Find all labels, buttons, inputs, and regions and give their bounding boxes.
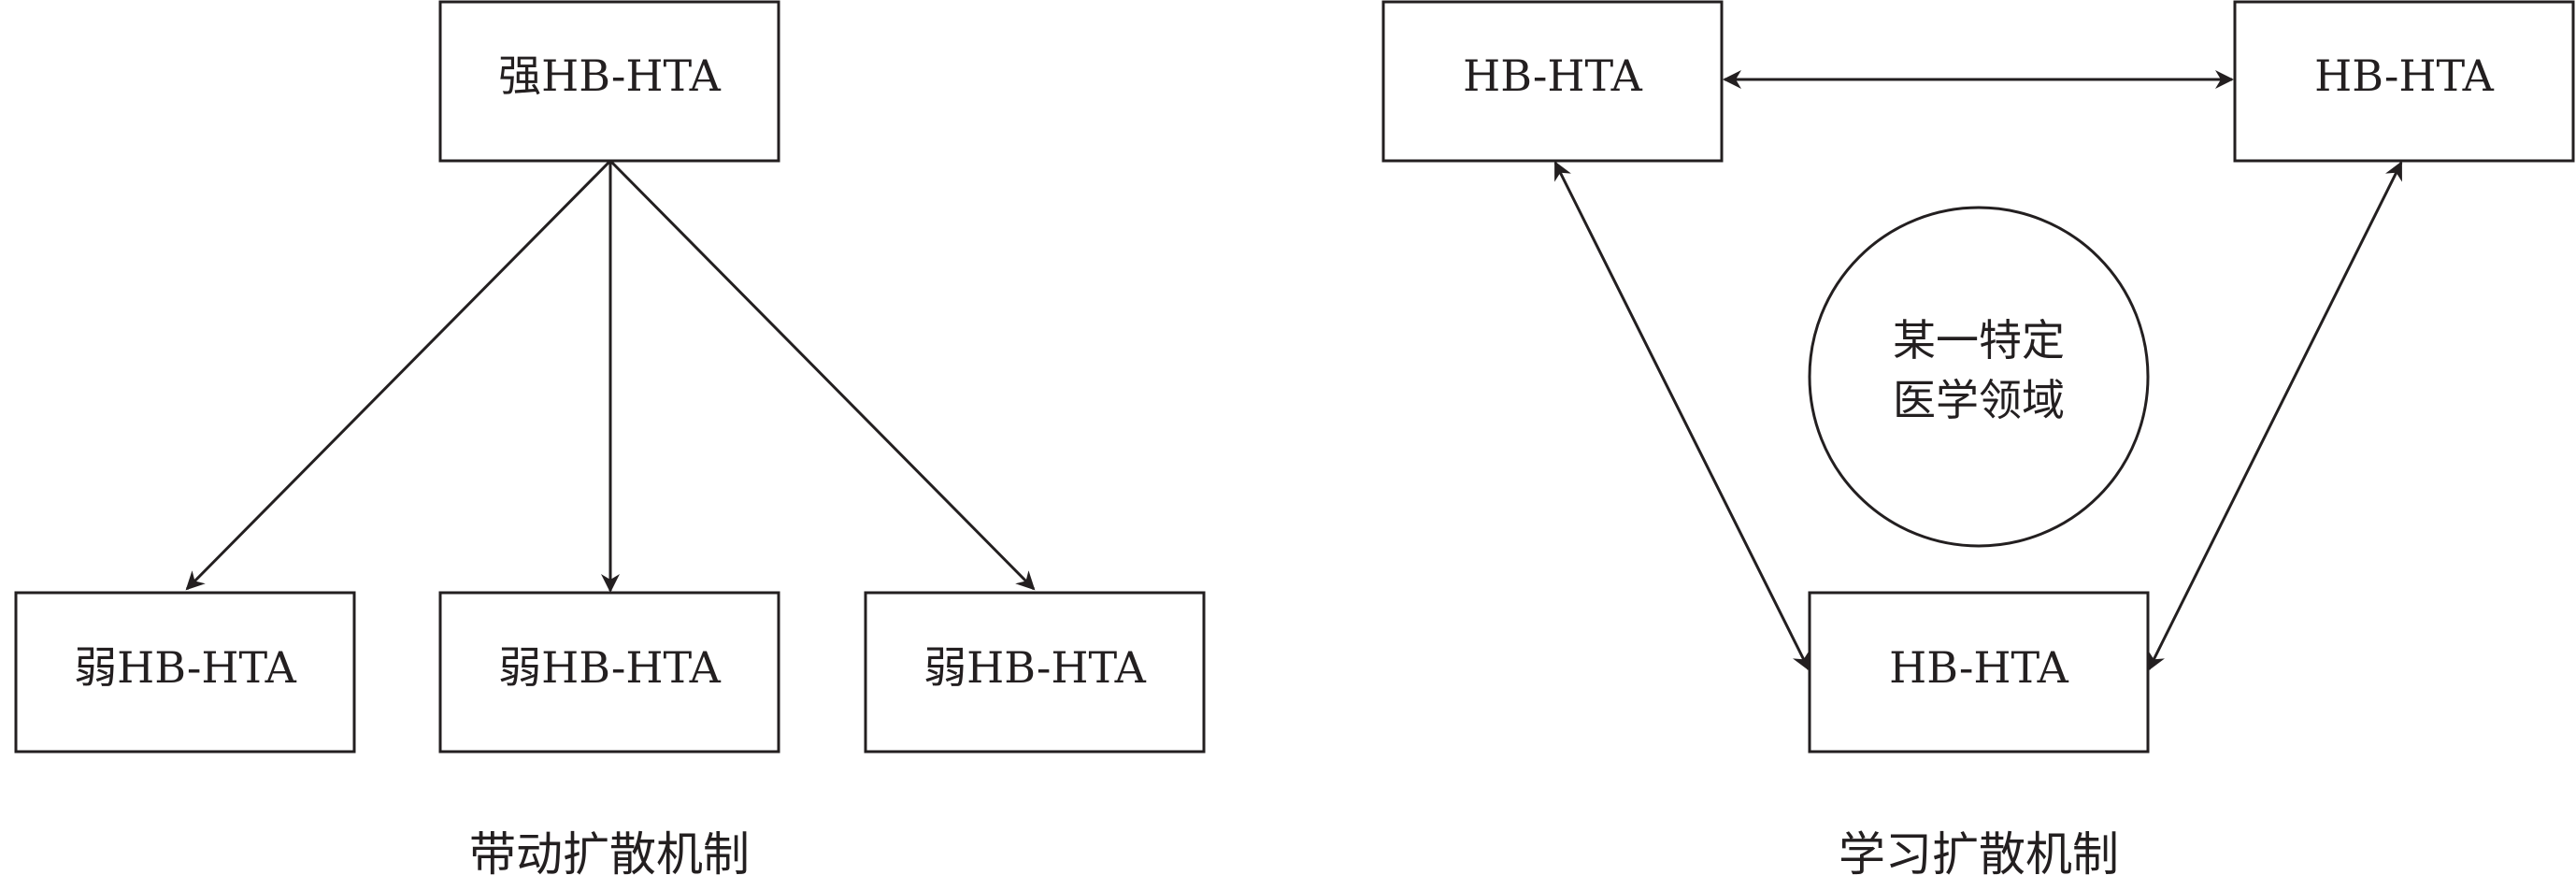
specific-medical-field-line2: 医学领域: [1893, 375, 2065, 425]
strong-hb-hta-node: 强HB-HTA: [438, 0, 780, 163]
weak-hb-hta-label-2: 弱HB-HTA: [498, 642, 722, 693]
weak-hb-hta-node-2: 弱HB-HTA: [438, 591, 780, 754]
weak-hb-hta-label-3: 弱HB-HTA: [923, 642, 1147, 693]
specific-medical-field-circle: 某一特定 医学领域: [1808, 206, 2150, 548]
edge-top-left-bottom: [1553, 161, 1810, 671]
hb-hta-label-top-left: HB-HTA: [1463, 50, 1643, 101]
weak-hb-hta-node-1: 弱HB-HTA: [14, 591, 356, 754]
weak-hb-hta-label-1: 弱HB-HTA: [74, 642, 297, 693]
hb-hta-label-top-right: HB-HTA: [2314, 50, 2495, 101]
edge-strong-to-weak-3: [608, 159, 1036, 591]
hb-hta-node-top-right: HB-HTA: [2233, 0, 2575, 163]
hb-hta-node-top-left: HB-HTA: [1381, 0, 1724, 163]
left-diagram: 强HB-HTA 弱HB-HTA 弱HB-HTA 弱HB-HTA 带动扩散机制: [14, 0, 1206, 882]
strong-hb-hta-label: 强HB-HTA: [498, 50, 722, 101]
edge-top-right-bottom: [2147, 161, 2403, 671]
weak-hb-hta-node-3: 弱HB-HTA: [864, 591, 1206, 754]
hb-hta-node-bottom: HB-HTA: [1808, 591, 2150, 754]
right-caption: 学习扩散机制: [1839, 827, 2119, 882]
specific-medical-field-line1: 某一特定: [1893, 315, 2065, 366]
left-caption: 带动扩散机制: [469, 827, 750, 882]
edge-strong-to-weak-1: [185, 159, 612, 591]
hb-hta-label-bottom: HB-HTA: [1889, 642, 2069, 693]
right-diagram: HB-HTA HB-HTA HB-HTA 某一特定 医学领域 学习扩散机制: [1381, 0, 2575, 882]
